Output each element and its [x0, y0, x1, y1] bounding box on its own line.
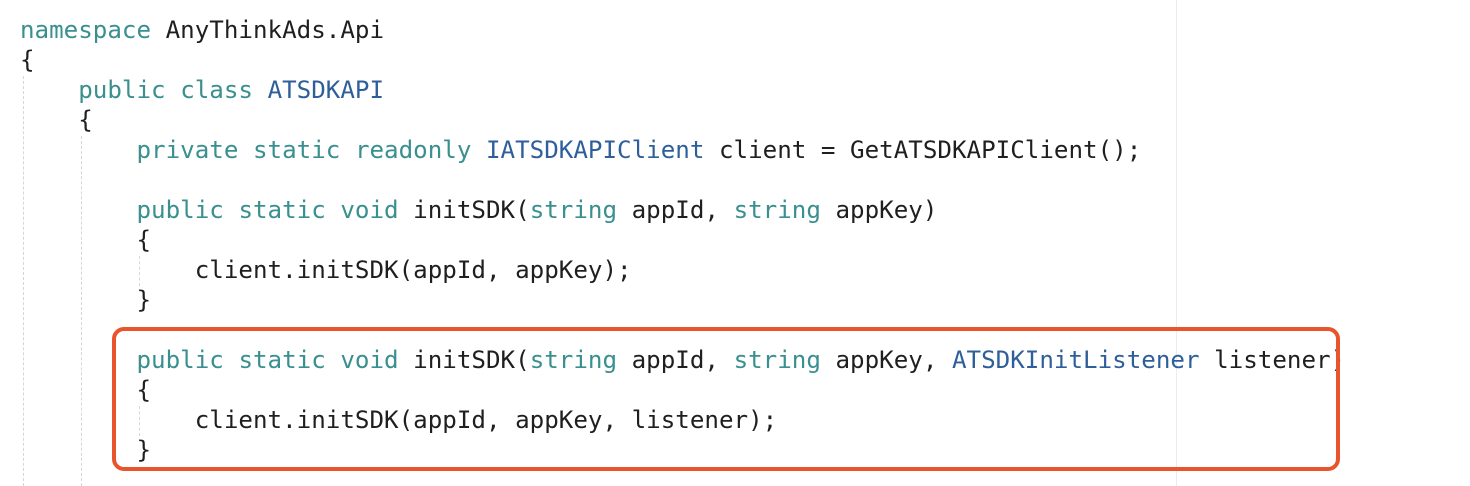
code-text	[20, 136, 137, 164]
code-line: public class ATSDKAPI	[20, 75, 1345, 105]
code-text: appId,	[617, 346, 734, 374]
code-block[interactable]: namespace AnyThinkAds.Api{ public class …	[20, 15, 1345, 465]
code-line	[20, 315, 1345, 345]
code-text: }	[20, 436, 152, 464]
code-line: client.initSDK(appId, appKey, listener);	[20, 405, 1345, 435]
code-text	[238, 136, 253, 164]
code-text: client.initSDK(appId, appKey, listener);	[20, 406, 778, 434]
code-text: appKey,	[820, 346, 952, 374]
code-text: {	[20, 106, 93, 134]
code-line: namespace AnyThinkAds.Api	[20, 15, 1345, 45]
code-keyword: static	[253, 136, 341, 164]
code-text	[326, 346, 341, 374]
indent-guide	[23, 76, 24, 486]
code-keyword: string	[529, 196, 618, 224]
code-line: private static readonly IATSDKAPIClient …	[20, 135, 1345, 165]
code-keyword: private	[136, 136, 239, 164]
code-line: public static void initSDK(string appId,…	[20, 195, 1345, 225]
code-type: IATSDKAPIClient	[486, 136, 705, 164]
code-text	[20, 76, 78, 104]
code-line	[20, 165, 1345, 195]
code-text	[224, 346, 239, 374]
indent-guide	[139, 406, 140, 436]
code-keyword: string	[733, 196, 821, 224]
code-text: client.initSDK(appId, appKey);	[20, 256, 632, 284]
code-text	[20, 196, 137, 224]
code-text	[224, 196, 239, 224]
code-keyword: readonly	[354, 136, 472, 164]
code-line: }	[20, 285, 1345, 315]
indent-guide	[81, 136, 82, 486]
code-type: ATSDKInitListener	[952, 346, 1200, 374]
code-keyword: namespace	[20, 16, 152, 44]
code-line: {	[20, 375, 1345, 405]
code-text: client = GetATSDKAPIClient();	[704, 136, 1142, 164]
code-keyword: public	[136, 346, 224, 374]
code-text: listener)	[1199, 346, 1346, 374]
code-text	[166, 76, 181, 104]
code-text	[340, 136, 355, 164]
code-text: }	[20, 286, 152, 314]
code-keyword: class	[180, 76, 253, 104]
code-line: client.initSDK(appId, appKey);	[20, 255, 1345, 285]
indent-guide	[139, 256, 140, 286]
code-line: {	[20, 225, 1345, 255]
code-line: }	[20, 435, 1345, 465]
code-keyword: void	[340, 196, 399, 224]
code-text	[253, 76, 268, 104]
code-keyword: public	[78, 76, 166, 104]
print-margin-line	[1176, 0, 1177, 486]
code-keyword: static	[238, 196, 326, 224]
code-keyword: string	[529, 346, 618, 374]
code-text: AnyThinkAds.Api	[151, 16, 385, 44]
code-text	[326, 196, 341, 224]
code-text: appId,	[617, 196, 734, 224]
code-text: {	[20, 376, 152, 404]
code-text: appKey)	[820, 196, 938, 224]
code-keyword: static	[238, 346, 326, 374]
code-text: {	[20, 46, 35, 74]
code-text: {	[20, 226, 152, 254]
code-keyword: public	[136, 196, 224, 224]
code-keyword: void	[340, 346, 399, 374]
code-type: ATSDKAPI	[267, 76, 385, 104]
code-text: initSDK(	[398, 346, 530, 374]
code-text	[20, 346, 137, 374]
code-line: {	[20, 45, 1345, 75]
code-text	[471, 136, 486, 164]
code-keyword: string	[733, 346, 821, 374]
code-line: {	[20, 105, 1345, 135]
code-line: public static void initSDK(string appId,…	[20, 345, 1346, 375]
code-text: initSDK(	[398, 196, 530, 224]
